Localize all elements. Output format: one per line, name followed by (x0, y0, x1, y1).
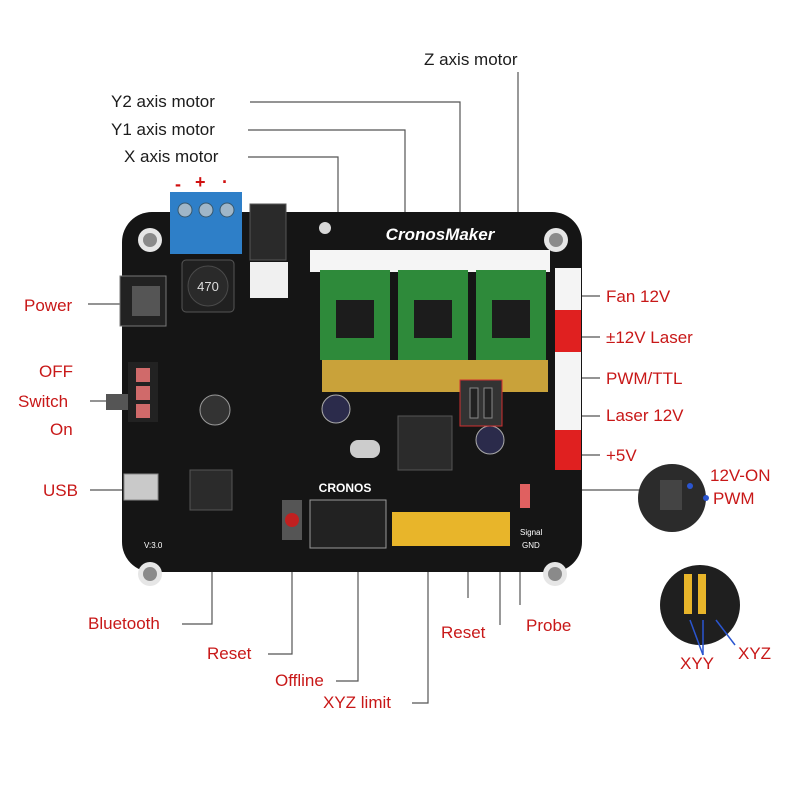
label-xyz: XYZ (738, 644, 772, 663)
usb-port (123, 473, 159, 501)
jumper-block (459, 379, 503, 427)
label-reset-left: Reset (207, 644, 252, 663)
label-probe: Probe (526, 616, 572, 635)
driver-header-row (310, 250, 550, 272)
connector-pwm-ttl (555, 352, 581, 394)
probe-header (520, 484, 530, 508)
mcu-chip (397, 415, 453, 471)
board-logo: CRONOS (319, 481, 372, 495)
label-reset-bottom: Reset (441, 623, 486, 642)
white-connector (250, 262, 288, 298)
label-xyz-limit: XYZ limit (323, 693, 391, 712)
label-x-motor: X axis motor (124, 147, 219, 166)
power-terminal-block (170, 192, 242, 254)
label-fan: Fan 12V (606, 287, 671, 306)
board-signal: Signal (520, 528, 542, 537)
inductor-marking: 470 (197, 279, 219, 294)
connector-fan (555, 268, 581, 310)
label-pwm: PWM (713, 489, 755, 508)
label-xyy: XYY (680, 654, 715, 673)
label-switch: Switch (18, 392, 69, 411)
label-laser-pm: ±12V Laser (606, 328, 693, 347)
label-power: Power (24, 296, 73, 315)
label-laser12: Laser 12V (606, 406, 684, 425)
leader-offline (336, 520, 359, 682)
inset-jumper (638, 464, 709, 532)
offline-header (309, 499, 387, 549)
usb-chip (189, 469, 233, 511)
label-y1-motor: Y1 axis motor (111, 120, 215, 139)
capacitor-right (475, 425, 505, 455)
capacitor-left (199, 394, 231, 426)
connector-plus5 (555, 430, 581, 470)
label-12v-on: 12V-ON (710, 466, 771, 485)
connector-laser12 (555, 394, 581, 430)
board-version: V:3.0 (144, 541, 163, 550)
terminal-plus-sign: + (195, 172, 206, 192)
stepper-drivers (320, 270, 548, 392)
board-brand: CronosMaker (386, 225, 496, 244)
board-gnd: GND (522, 541, 540, 550)
label-usb: USB (43, 481, 78, 500)
limit-header-yellow (392, 512, 510, 546)
label-bluetooth: Bluetooth (88, 614, 160, 633)
capacitor-mid (321, 394, 351, 424)
voltage-regulator (249, 203, 287, 261)
label-off: OFF (39, 362, 73, 381)
terminal-minus-sign: - (175, 174, 181, 194)
label-z-motor: Z axis motor (424, 50, 518, 69)
label-on: On (50, 420, 73, 439)
label-plus5: +5V (606, 446, 637, 465)
connector-laser-pm (555, 310, 581, 352)
crystal (350, 440, 380, 458)
inset-limit (660, 565, 740, 656)
terminal-dot-sign: · (222, 172, 228, 192)
label-pwm-ttl: PWM/TTL (606, 369, 683, 388)
label-y2-motor: Y2 axis motor (111, 92, 215, 111)
label-offline: Offline (275, 671, 324, 690)
leader-xyz-limit (412, 540, 429, 704)
